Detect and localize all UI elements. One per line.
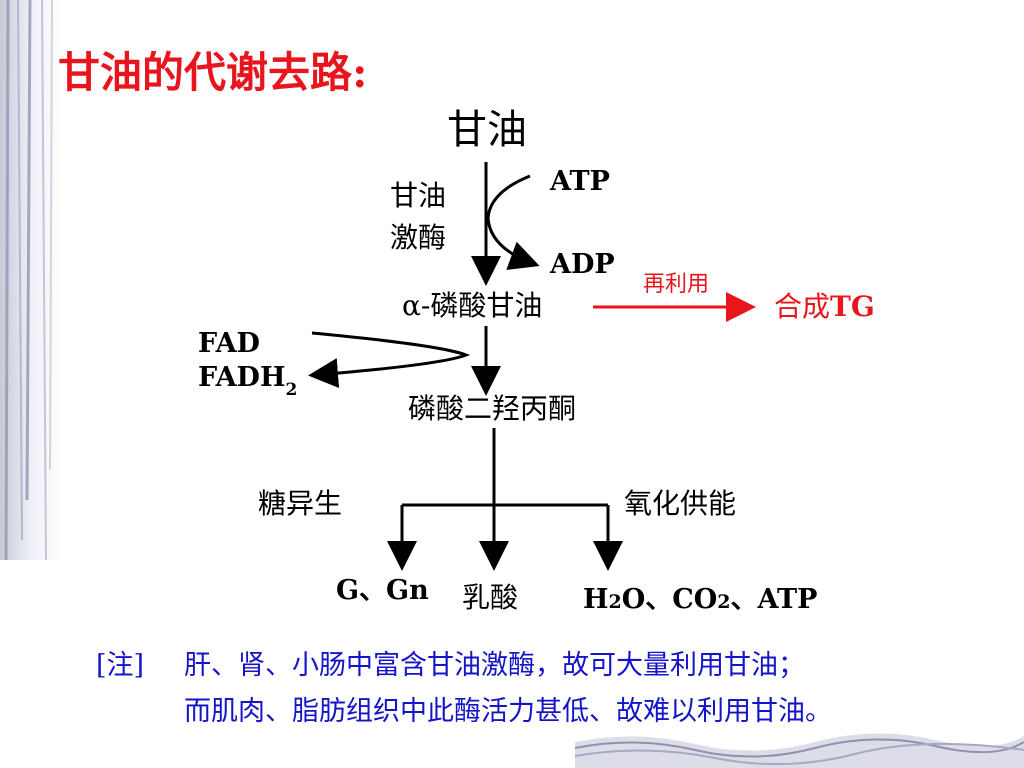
- alpha-symbol: α: [402, 289, 421, 322]
- note-line-1: 肝、肾、小肠中富含甘油激酶，故可大量利用甘油；: [184, 652, 805, 679]
- atp-label: ATP: [550, 168, 610, 195]
- node-glycerol: 甘油: [447, 110, 527, 150]
- fadh-subscript: 2: [285, 380, 297, 400]
- prod-atp: 、ATP: [731, 584, 818, 615]
- fadh2-label: FADH2: [198, 364, 297, 391]
- product-g-gn: G、Gn: [336, 577, 429, 604]
- note-line-2: 而肌肉、脂肪组织中此酶活力甚低、故难以利用甘油。: [184, 698, 832, 725]
- fad-fadh2-curve-arrow: [312, 333, 466, 375]
- node-alpha-glycerophosphate: α-磷酸甘油: [402, 292, 542, 320]
- prod-h-sub: 2: [609, 591, 622, 613]
- product-lactate: 乳酸: [462, 584, 518, 612]
- branch-label-gluconeogenesis: 糖异生: [258, 490, 342, 518]
- enzyme-label-line1: 甘油: [390, 182, 446, 210]
- alpha-gp-text: -磷酸甘油: [421, 289, 542, 322]
- adp-label: ADP: [550, 251, 615, 278]
- note-tag: [注]: [96, 652, 144, 679]
- atp-adp-curve-arrow: [488, 176, 534, 264]
- reuse-label: 再利用: [643, 274, 709, 296]
- product-h2o-co2-atp: H2O、CO2、ATP: [583, 586, 817, 613]
- fad-label: FAD: [198, 330, 260, 357]
- synth-tg-en: TG: [830, 290, 875, 323]
- node-synthesize-tg: 合成TG: [774, 293, 875, 321]
- enzyme-label-line2: 激酶: [390, 224, 446, 252]
- prod-o-co: O、CO: [622, 584, 718, 615]
- node-dhap: 磷酸二羟丙酮: [408, 395, 576, 423]
- branch-label-oxidation: 氧化供能: [624, 490, 736, 518]
- slide-title: 甘油的代谢去路:: [58, 52, 368, 94]
- fadh-text: FADH: [198, 362, 285, 393]
- prod-h: H: [583, 584, 609, 615]
- prod-co-sub: 2: [717, 591, 730, 613]
- synth-tg-cn: 合成: [774, 290, 830, 323]
